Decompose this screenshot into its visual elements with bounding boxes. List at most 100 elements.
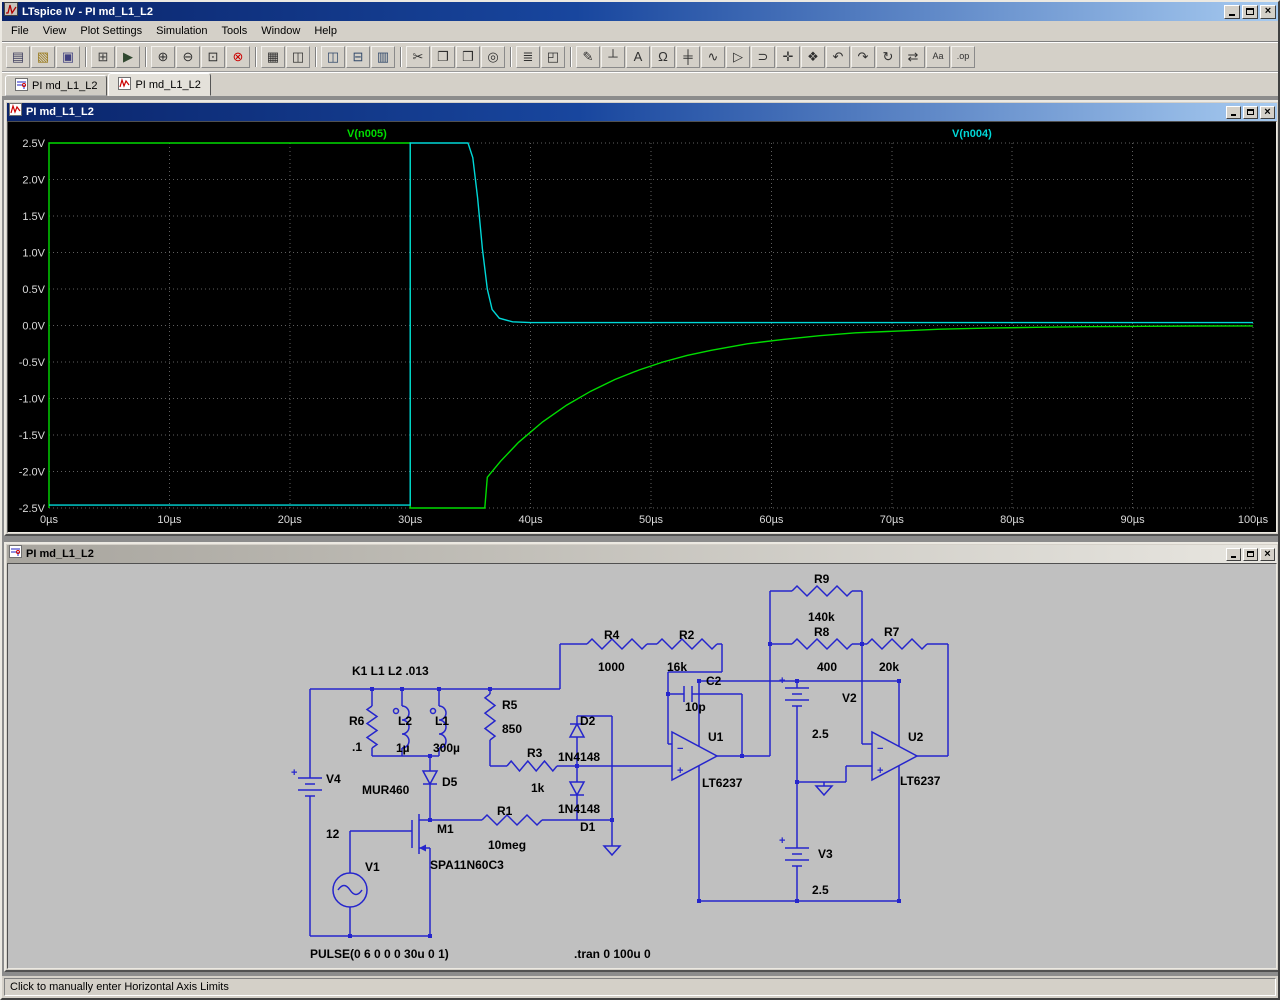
component-name-R3[interactable]: R3 xyxy=(527,746,543,760)
menu-view[interactable]: View xyxy=(36,22,74,40)
component-value-R4[interactable]: 1000 xyxy=(598,660,625,674)
component-value-R3[interactable]: 1k xyxy=(531,781,545,795)
component-value-L1[interactable]: 300µ xyxy=(433,741,460,755)
schematic-canvas[interactable]: +++−+−+R9140kR8400R720kR41000R216kC210pR… xyxy=(8,564,1276,968)
resistor-button[interactable]: Ω xyxy=(651,46,675,68)
component-name-R9[interactable]: R9 xyxy=(814,572,830,586)
open-button[interactable]: ▧ xyxy=(31,46,55,68)
component-value-V2[interactable]: 2.5 xyxy=(812,727,829,741)
zoom-full-extents-button[interactable]: ⊡ xyxy=(201,46,225,68)
print-button[interactable]: ≣ xyxy=(516,46,540,68)
diode-button[interactable]: ▷ xyxy=(726,46,750,68)
undo-button[interactable]: ↶ xyxy=(826,46,850,68)
component-name-V3[interactable]: V3 xyxy=(818,847,833,861)
paste-button[interactable]: ❒ xyxy=(456,46,480,68)
component-name-U2[interactable]: U2 xyxy=(908,730,924,744)
component-value-D2[interactable]: 1N4148 xyxy=(558,750,600,764)
capacitor-button[interactable]: ╪ xyxy=(676,46,700,68)
menu-tools[interactable]: Tools xyxy=(215,22,255,40)
find-button[interactable]: ◎ xyxy=(481,46,505,68)
component-value-R9[interactable]: 140k xyxy=(808,610,835,624)
component-value-R5[interactable]: 850 xyxy=(502,722,522,736)
component-name-R8[interactable]: R8 xyxy=(814,625,830,639)
component-value-R7[interactable]: 20k xyxy=(879,660,899,674)
plot-close-button[interactable]: × xyxy=(1260,106,1275,119)
component-name-L2[interactable]: L2 xyxy=(398,714,412,728)
component-value-D5[interactable]: MUR460 xyxy=(362,783,410,797)
new-schematic-button[interactable]: ▤ xyxy=(6,46,30,68)
schematic-close-button[interactable]: × xyxy=(1260,548,1275,561)
print-preview-button[interactable]: ◰ xyxy=(541,46,565,68)
control-panel-button[interactable]: ⊞ xyxy=(91,46,115,68)
autorange-button[interactable]: ▦ xyxy=(261,46,285,68)
schematic-window-titlebar[interactable]: PI md_L1_L2 × xyxy=(7,545,1277,563)
component-name-L1[interactable]: L1 xyxy=(435,714,449,728)
schematic-minimize-button[interactable] xyxy=(1226,548,1241,561)
component-value-R1[interactable]: 10meg xyxy=(488,838,526,852)
plot-minimize-button[interactable] xyxy=(1226,106,1241,119)
label-net-button[interactable]: A xyxy=(626,46,650,68)
component-name-D5[interactable]: D5 xyxy=(442,775,458,789)
component-name-R7[interactable]: R7 xyxy=(884,625,900,639)
component-value-V4[interactable]: 12 xyxy=(326,827,340,841)
spice-directive-tran[interactable]: .tran 0 100u 0 xyxy=(574,947,651,961)
component-name-M1[interactable]: M1 xyxy=(437,822,454,836)
tab-1-schematic[interactable]: PI md_L1_L2 xyxy=(5,75,107,96)
move-button[interactable]: ✛ xyxy=(776,46,800,68)
component-name-D2[interactable]: D2 xyxy=(580,714,596,728)
spice-directive-button[interactable]: .op xyxy=(951,46,975,68)
component-value-V3[interactable]: 2.5 xyxy=(812,883,829,897)
run-button[interactable]: ▶ xyxy=(116,46,140,68)
cut-button[interactable]: ✂ xyxy=(406,46,430,68)
component-value-D1[interactable]: 1N4148 xyxy=(558,802,600,816)
copy-button[interactable]: ❐ xyxy=(431,46,455,68)
minimize-button[interactable] xyxy=(1224,5,1240,19)
menu-simulation[interactable]: Simulation xyxy=(149,22,214,40)
component-value-C2[interactable]: 10p xyxy=(685,700,706,714)
ground-button[interactable]: ┴ xyxy=(601,46,625,68)
component-value-R8[interactable]: 400 xyxy=(817,660,837,674)
redo-button[interactable]: ↷ xyxy=(851,46,875,68)
drag-button[interactable]: ❖ xyxy=(801,46,825,68)
component-name-D1[interactable]: D1 xyxy=(580,820,596,834)
component-name-R2[interactable]: R2 xyxy=(679,628,695,642)
component-value-L2[interactable]: 1µ xyxy=(396,741,410,755)
component-value-R6[interactable]: .1 xyxy=(352,740,362,754)
inductor-button[interactable]: ∿ xyxy=(701,46,725,68)
mirror-button[interactable]: ⇄ xyxy=(901,46,925,68)
menu-help[interactable]: Help xyxy=(307,22,344,40)
close-button[interactable]: × xyxy=(1260,5,1276,19)
component-value-M1[interactable]: SPA11N60C3 xyxy=(430,858,504,872)
menu-plot-settings[interactable]: Plot Settings xyxy=(73,22,149,40)
cascade-windows-button[interactable]: ▥ xyxy=(371,46,395,68)
coupling-statement[interactable]: K1 L1 L2 .013 xyxy=(352,664,429,678)
component-value-U2[interactable]: LT6237 xyxy=(900,774,941,788)
tab-2-waveform[interactable]: PI md_L1_L2 xyxy=(108,73,210,96)
tile-horizontal-button[interactable]: ⊟ xyxy=(346,46,370,68)
trace-label[interactable]: V(n004) xyxy=(952,128,992,140)
component-name-V1[interactable]: V1 xyxy=(365,860,380,874)
rotate-button[interactable]: ↻ xyxy=(876,46,900,68)
waveform-plot[interactable]: 2.5V2.0V1.5V1.0V0.5V0.0V-0.5V-1.0V-1.5V-… xyxy=(8,122,1276,532)
component-name-R1[interactable]: R1 xyxy=(497,804,513,818)
component-name-C2[interactable]: C2 xyxy=(706,674,722,688)
schematic-restore-button[interactable] xyxy=(1243,548,1258,561)
maximize-button[interactable] xyxy=(1242,5,1258,19)
component-value-R2[interactable]: 16k xyxy=(667,660,687,674)
component-name-U1[interactable]: U1 xyxy=(708,730,724,744)
component-value-U1[interactable]: LT6237 xyxy=(702,776,743,790)
zoom-in-button[interactable]: ⊕ xyxy=(151,46,175,68)
menu-file[interactable]: File xyxy=(4,22,36,40)
component-name-R5[interactable]: R5 xyxy=(502,698,518,712)
component-name-R4[interactable]: R4 xyxy=(604,628,620,642)
plot-settings-button[interactable]: ◫ xyxy=(286,46,310,68)
zoom-out-button[interactable]: ⊖ xyxy=(176,46,200,68)
text-button[interactable]: Aa xyxy=(926,46,950,68)
plot-restore-button[interactable] xyxy=(1243,106,1258,119)
waveform-window-titlebar[interactable]: PI md_L1_L2 × xyxy=(7,103,1277,121)
trace-label[interactable]: V(n005) xyxy=(347,128,387,140)
component-value-V1[interactable]: PULSE(0 6 0 0 0 30u 0 1) xyxy=(310,947,449,961)
trace-vn004[interactable] xyxy=(49,143,1253,505)
save-button[interactable]: ▣ xyxy=(56,46,80,68)
component-button[interactable]: ⊃ xyxy=(751,46,775,68)
